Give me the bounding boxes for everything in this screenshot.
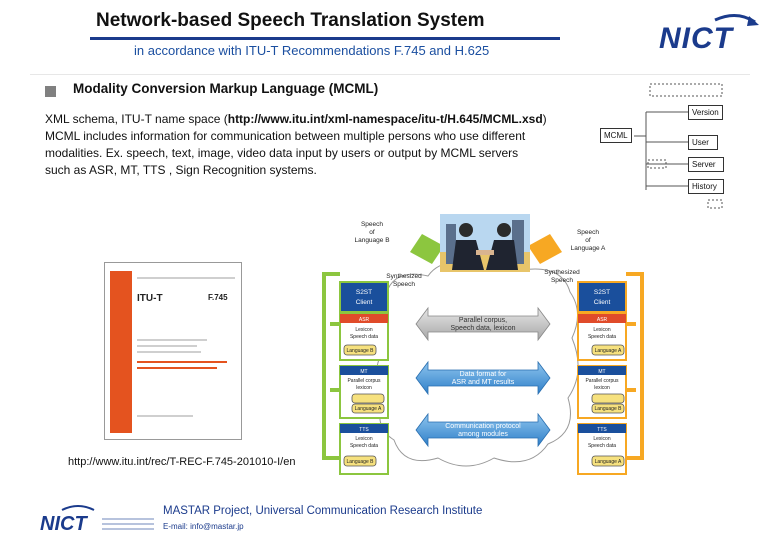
synth-right-label-2: Speech xyxy=(551,277,573,284)
asr-left-language: Language B xyxy=(347,348,375,354)
doc-line-2 xyxy=(137,345,197,347)
mt-right-language: Language B xyxy=(595,406,623,412)
right-module-column xyxy=(577,281,627,475)
slide-subtitle: in accordance with ITU-T Recommendations… xyxy=(134,43,490,58)
tts-left-title: TTS xyxy=(359,427,369,433)
namespace-link[interactable]: http://www.itu.int/xml-namespace/itu-t/H… xyxy=(227,112,543,126)
footer-logo-text: NICT xyxy=(40,513,88,535)
mcml-schema-tree: MCML Version User Server History xyxy=(596,82,726,210)
mt-left-sub-2: lexicon xyxy=(356,385,372,391)
tts-left-sub-2: Speech data xyxy=(350,443,378,449)
tts-right-title: TTS xyxy=(597,427,607,433)
tts-right-language: Language A xyxy=(595,459,622,465)
arrow-protocol-label-2: among modules xyxy=(458,431,508,438)
section-title: Modality Conversion Markup Language (MCM… xyxy=(73,81,379,96)
arrow-corpus xyxy=(415,306,551,342)
nict-logo-text: NICT xyxy=(659,22,733,55)
bullet-square-icon xyxy=(45,86,56,97)
client-right-label-2: Client xyxy=(594,299,611,306)
client-right-label-1: S2ST xyxy=(594,289,610,296)
asr-left-title: ASR xyxy=(359,317,370,323)
body-line-1-suffix: ) xyxy=(542,112,547,126)
mt-left-language: Language A xyxy=(355,406,382,412)
body-line-4: such as ASR, MT, TTS , Sign Recognition … xyxy=(45,163,317,177)
doc-header-line xyxy=(137,277,235,279)
arrow-corpus-label-2: Speech data, lexicon xyxy=(451,325,516,332)
speech-left-label-3: Language B xyxy=(354,237,389,244)
doc-line-footer xyxy=(137,415,193,417)
client-left-label-2: Client xyxy=(356,299,373,306)
footer-nict-logo: NICT xyxy=(38,504,158,538)
doc-line-title xyxy=(137,361,227,363)
body-line-1: XML schema, ITU-T name space (http://www… xyxy=(45,110,547,128)
schema-connectors xyxy=(634,83,723,209)
synth-left-label-2: Speech xyxy=(393,281,415,288)
mt-left-title: MT xyxy=(360,369,367,375)
slide-header: Network-based Speech Translation System … xyxy=(0,0,780,72)
slide-title: Network-based Speech Translation System xyxy=(96,10,485,31)
footer-email[interactable]: E-mail: info@mastar.jp xyxy=(163,522,244,531)
mt-left-sub-1: Parallel corpus xyxy=(347,378,381,384)
itu-document-cover[interactable]: ITU-T F.745 xyxy=(104,262,242,440)
mt-right-sub-2: lexicon xyxy=(594,385,610,391)
mt-right-title: MT xyxy=(598,369,605,375)
client-left-label-1: S2ST xyxy=(356,289,372,296)
doc-series: ITU-T xyxy=(137,293,163,304)
nict-logo: NICT xyxy=(655,12,770,64)
tts-left-sub-1: Lexicon xyxy=(355,436,372,442)
diagram-graphics: Speech of Language B Speech of Language … xyxy=(322,214,644,475)
tts-right-sub-2: Speech data xyxy=(588,443,616,449)
asr-right-title: ASR xyxy=(597,317,608,323)
itu-url-link[interactable]: http://www.itu.int/rec/T-REC-F.745-20101… xyxy=(68,456,296,468)
body-line-3: modalities. Ex. speech, text, image, vid… xyxy=(45,146,519,160)
s2st-client-left-box xyxy=(339,281,389,313)
speech-left-label-2: of xyxy=(369,229,375,236)
asr-right-language: Language A xyxy=(595,348,622,354)
arrow-data-format-label-2: ASR and MT results xyxy=(452,379,515,386)
doc-cover-strip xyxy=(110,271,132,433)
s2st-client-right-box xyxy=(577,281,627,313)
arrow-protocol xyxy=(415,412,551,448)
speech-left-label-1: Speech xyxy=(361,221,383,228)
speech-right-label-2: of xyxy=(585,237,591,244)
schema-node-user: User xyxy=(688,135,718,150)
asr-left-sub-1: Lexicon xyxy=(355,327,372,333)
business-handshake-image xyxy=(440,214,530,272)
synth-left-label-1: Synthesized xyxy=(386,273,422,280)
arrow-corpus-label-1: Parallel corpus, xyxy=(459,317,507,324)
asr-right-sub-1: Lexicon xyxy=(593,327,610,333)
body-line-1-text: XML schema, ITU-T name space ( xyxy=(45,112,228,126)
mt-right-sub-1: Parallel corpus xyxy=(585,378,619,384)
schema-node-server: Server xyxy=(688,157,724,172)
body-line-2: MCML includes information for communicat… xyxy=(45,129,526,143)
asr-right-sub-2: Speech data xyxy=(588,334,616,340)
doc-line-3 xyxy=(137,351,201,353)
title-underline xyxy=(90,37,560,40)
arrow-data-format-label-1: Data format for xyxy=(460,371,507,378)
tts-left-language: Language B xyxy=(347,459,375,465)
tts-right-sub-1: Lexicon xyxy=(593,436,610,442)
doc-number: F.745 xyxy=(208,293,228,302)
schema-node-version: Version xyxy=(688,105,723,120)
doc-line-title-2 xyxy=(137,367,217,369)
speech-right-label-3: Language A xyxy=(571,245,606,252)
schema-node-mcml: MCML xyxy=(600,128,632,143)
synth-right-label-1: Synthesized xyxy=(544,269,580,276)
nict-logo-mark xyxy=(714,14,759,26)
footer-logo-mark: NICT xyxy=(40,505,154,535)
s2st-architecture-diagram: Speech of Language B Speech of Language … xyxy=(316,212,650,478)
footer-title: MASTAR Project, Universal Communication … xyxy=(163,505,483,517)
speech-right-label-1: Speech xyxy=(577,229,599,236)
left-module-column xyxy=(339,281,389,475)
doc-line-1 xyxy=(137,339,207,341)
arrow-data-format xyxy=(415,360,551,396)
asr-left-sub-2: Speech data xyxy=(350,334,378,340)
arrow-protocol-label-1: Communication protocol xyxy=(445,423,521,430)
schema-node-history: History xyxy=(688,179,724,194)
